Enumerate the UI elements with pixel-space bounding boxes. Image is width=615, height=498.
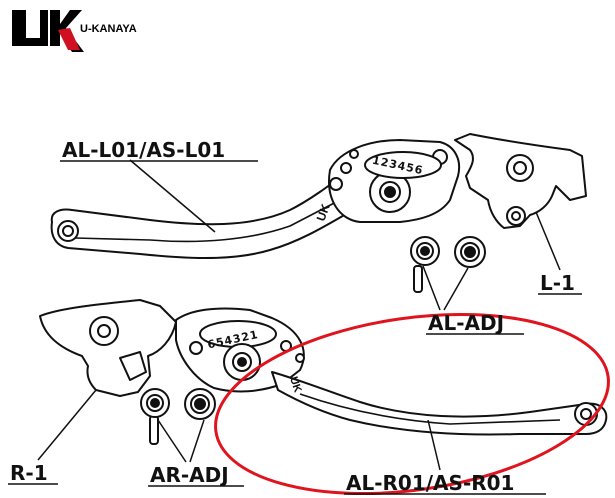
- highlight-ellipse: [214, 312, 610, 496]
- leader-left-adjuster-a: [422, 265, 441, 311]
- brand-logo: U-KANAYA: [12, 10, 137, 52]
- leader-left-bracket: [535, 211, 561, 271]
- uk-logo-mark: [12, 10, 84, 52]
- left-lever-logo-mark: UK: [314, 202, 333, 223]
- brand-name: U-KANAYA: [80, 23, 137, 35]
- leader-right-bracket: [37, 389, 97, 461]
- label-left-adjuster: AL-ADJ: [428, 311, 504, 335]
- right-lever-logo-mark: UK: [287, 375, 303, 394]
- left-lever-assembly: [50, 133, 587, 259]
- label-left-lever: AL-L01/AS-L01: [62, 138, 225, 162]
- right-lever-blade: [271, 371, 608, 436]
- label-left-bracket: L-1: [540, 271, 575, 295]
- right-bracket: [39, 299, 177, 397]
- leader-right-adjuster-a: [157, 419, 187, 463]
- leader-lines: [37, 159, 561, 471]
- leader-left-lever: [129, 159, 216, 233]
- leader-right-adjuster-b: [189, 419, 205, 463]
- left-adjuster-parts: [410, 236, 486, 293]
- label-right-bracket: R-1: [10, 461, 48, 485]
- leader-right-lever: [427, 419, 441, 471]
- label-right-lever: AL-R01/AS-R01: [346, 471, 514, 495]
- right-adjuster-parts: [140, 388, 216, 445]
- label-right-adjuster: AR-ADJ: [150, 463, 229, 487]
- leader-left-adjuster-b: [443, 267, 469, 311]
